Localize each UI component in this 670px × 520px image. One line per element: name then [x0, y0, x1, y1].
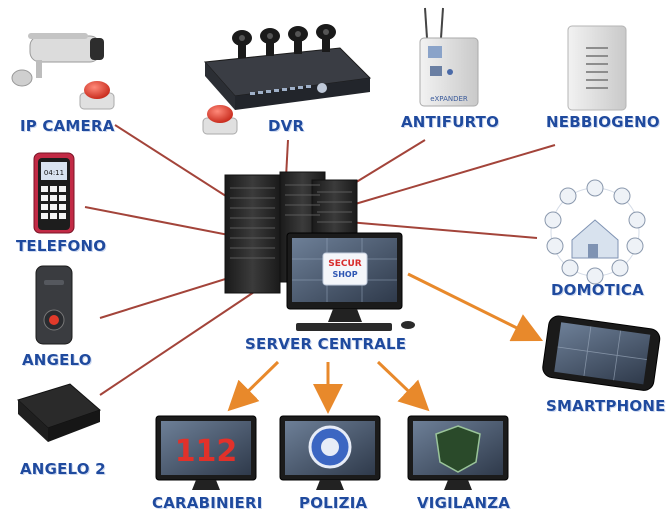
output-links — [227, 272, 544, 414]
link-angelo2 — [99, 277, 276, 396]
brand-logo-bottom: SHOP — [332, 270, 357, 279]
link-domotica — [347, 221, 538, 239]
label-vigilanza: VIGILANZA — [417, 494, 511, 512]
fog-generator-icon — [567, 25, 627, 111]
brand-logo-top: SECUR — [328, 259, 362, 269]
label-smartphone: SMARTPHONE — [546, 397, 666, 415]
mobile-phone-icon: 04:11 — [33, 152, 75, 234]
server-rack-icon — [224, 171, 358, 294]
label-server-centrale: SERVER CENTRALE — [245, 335, 407, 353]
antifurto-brand-text: eXPANDER — [430, 95, 468, 103]
panic-remote-icon — [35, 265, 73, 345]
panic-button-icon — [202, 105, 238, 135]
label-antifurto: ANTIFURTO — [401, 113, 500, 131]
gps-tracker-icon — [17, 383, 101, 442]
vigilanza-monitor — [407, 415, 509, 490]
label-domotica: DOMOTICA — [551, 281, 644, 299]
label-nebbiogeno: NEBBIOGENO — [546, 113, 660, 131]
label-angelo: ANGELO — [22, 351, 92, 369]
polizia-monitor — [279, 415, 381, 490]
arrow-smartphone — [407, 272, 544, 342]
label-carabinieri: CARABINIERI — [152, 494, 263, 512]
label-polizia: POLIZIA — [299, 494, 368, 512]
label-ip-camera: IP CAMERA — [20, 117, 115, 135]
server-monitor: SECUR SHOP — [286, 232, 415, 331]
carabinieri-monitor: 112 — [155, 415, 257, 490]
panic-button-icon — [79, 81, 115, 110]
smartphone-icon — [542, 315, 661, 391]
label-telefono: TELEFONO — [16, 237, 107, 255]
cctv-camera-icon — [11, 33, 104, 87]
phone-clock-text: 04:11 — [44, 169, 64, 177]
label-angelo2: ANGELO 2 — [20, 460, 106, 478]
link-nebbiogeno — [344, 144, 556, 208]
arrow-carabinieri — [227, 360, 280, 412]
security-shield-icon — [435, 425, 481, 473]
home-automation-icon — [544, 179, 646, 285]
alarm-panel-icon: eXPANDER — [419, 7, 479, 107]
arrow-vigilanza — [376, 360, 430, 412]
dvr-recorder-icon — [203, 24, 372, 110]
carabinieri-number: 112 — [175, 434, 238, 469]
label-dvr: DVR — [268, 117, 305, 135]
